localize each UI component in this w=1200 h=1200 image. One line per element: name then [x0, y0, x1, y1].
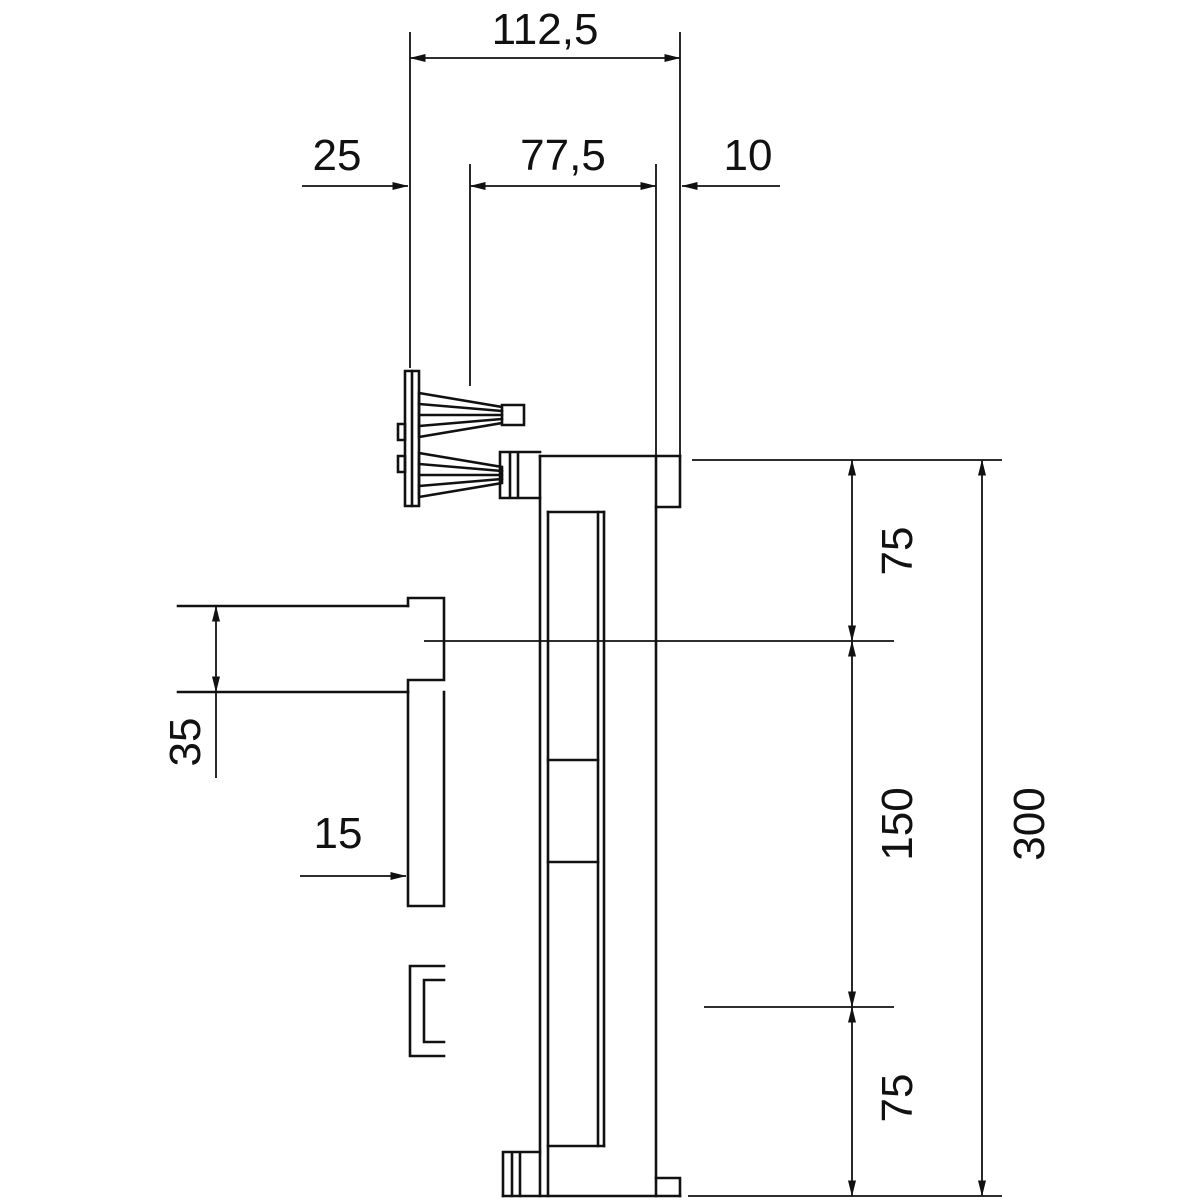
dimension-labels: 112,5 25 77,5 10 35 15 75 150 75 300	[161, 5, 1054, 1122]
dim-label-offset-mid: 77,5	[520, 131, 606, 180]
bracket-upper-fin	[417, 391, 504, 439]
dim-label-left-depth: 35	[161, 718, 210, 767]
bottom-fixing-block	[501, 1150, 542, 1198]
bracket-upper-tip	[500, 403, 526, 427]
rail-bottom-clip-outer	[408, 964, 446, 1058]
bracket-notch-lower	[396, 454, 407, 474]
dim-label-right-middle: 150	[873, 787, 922, 860]
profile-top-right-flange	[654, 454, 682, 509]
extension-lines	[409, 32, 1002, 1197]
dimension-lines	[212, 54, 986, 1197]
dim-label-right-bottom: 75	[873, 1074, 922, 1123]
dim-label-right-top: 75	[873, 527, 922, 576]
dim-label-offset-left: 25	[313, 131, 362, 180]
profile-bottom-right-foot	[654, 1176, 682, 1198]
mounting-bracket	[396, 369, 526, 508]
dim-label-offset-right: 10	[724, 131, 773, 180]
bracket-notch-upper	[396, 422, 407, 442]
dim-label-plate-thickness: 15	[314, 809, 363, 858]
dim-label-right-overall: 300	[1005, 787, 1054, 860]
bracket-lower-fin	[417, 451, 504, 499]
bracket-lower-fin-ribs	[417, 462, 504, 488]
top-fixing-block	[498, 450, 542, 500]
dim-label-top-overall: 112,5	[492, 5, 599, 54]
rail-plate	[406, 690, 446, 908]
rail-bottom-clip-inner	[422, 978, 446, 1044]
main-profile-outline	[498, 450, 682, 1198]
rail-top-hook	[406, 596, 446, 694]
wall-rail-profile	[176, 596, 446, 1058]
bracket-upper-fin-ribs	[417, 402, 504, 428]
